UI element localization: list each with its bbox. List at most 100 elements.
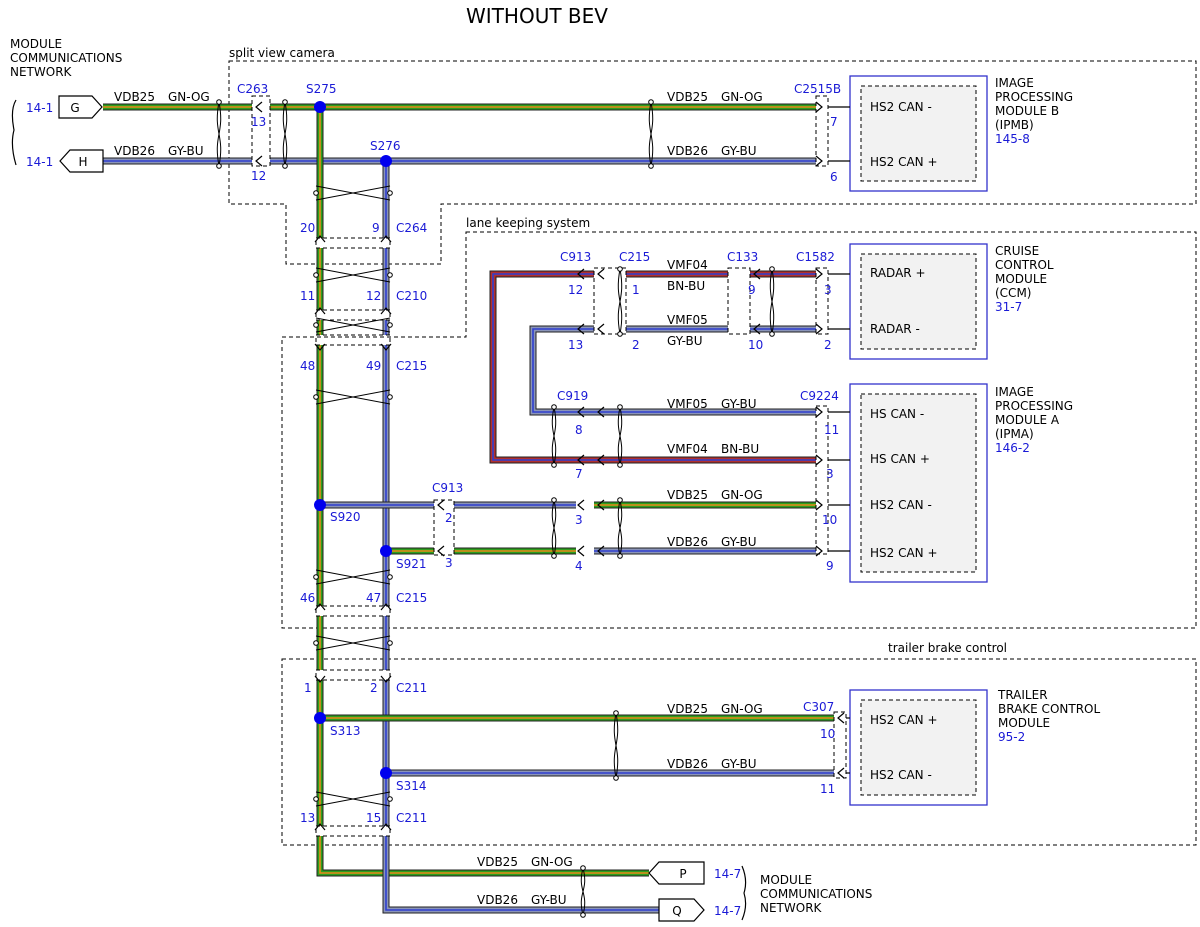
svg-text:BRAKE CONTROL: BRAKE CONTROL (998, 702, 1100, 716)
svg-text:4: 4 (575, 559, 583, 573)
brace-icon (11, 99, 17, 166)
twist-marker-end (216, 99, 222, 105)
svg-text:S920: S920 (330, 510, 361, 524)
svg-text:HS CAN -: HS CAN - (870, 407, 924, 421)
twist-marker (613, 712, 619, 779)
svg-text:NETWORK: NETWORK (10, 65, 73, 79)
terminal-arrow-icon (577, 454, 585, 466)
twist-marker (551, 499, 557, 557)
twist-marker (315, 569, 391, 585)
svg-text:VDB26: VDB26 (114, 144, 155, 158)
svg-text:C919: C919 (557, 389, 588, 403)
svg-text:3: 3 (824, 283, 832, 297)
wire-vmf04-loop-stripe (492, 273, 594, 461)
svg-text:RADAR -: RADAR - (870, 322, 920, 336)
svg-text:GN-OG: GN-OG (168, 90, 210, 104)
svg-text:11: 11 (824, 423, 839, 437)
twist-marker (617, 499, 623, 557)
twist-marker-end (387, 394, 393, 400)
svg-text:95-2: 95-2 (998, 730, 1025, 744)
terminal-arrow-icon (314, 603, 326, 611)
svg-text:C2515B: C2515B (794, 82, 841, 96)
svg-text:VDB25: VDB25 (667, 702, 708, 716)
svg-text:10: 10 (748, 338, 763, 352)
terminal-arrow-icon (597, 268, 605, 280)
svg-text:BN-BU: BN-BU (667, 279, 705, 293)
splice-node (314, 499, 326, 511)
svg-text:S921: S921 (396, 557, 427, 571)
svg-text:H: H (78, 155, 87, 169)
terminal-arrow-icon (815, 323, 823, 335)
svg-text:9: 9 (826, 559, 834, 573)
module-tbcm: HS2 CAN + HS2 CAN - TRAILER BRAKE CONTRO… (849, 688, 1100, 806)
svg-text:GY-BU: GY-BU (721, 144, 757, 158)
svg-text:48: 48 (300, 359, 315, 373)
svg-text:GY-BU: GY-BU (667, 334, 703, 348)
svg-text:CONTROL: CONTROL (995, 258, 1054, 272)
svg-text:IMAGE: IMAGE (995, 385, 1034, 399)
twist-marker-end (282, 99, 288, 105)
right-network-label: MODULE COMMUNICATIONS NETWORK (741, 865, 872, 921)
svg-text:S275: S275 (306, 82, 337, 96)
twist-marker-end (617, 404, 623, 410)
twist-marker-end (551, 462, 557, 468)
svg-text:13: 13 (300, 811, 315, 825)
module-ipmb: HS2 CAN - HS2 CAN + IMAGE PROCESSING MOD… (849, 75, 1073, 192)
terminal-arrow-icon (255, 101, 263, 113)
svg-text:145-8: 145-8 (995, 132, 1030, 146)
terminal-arrow-icon (597, 499, 605, 511)
splice-node (380, 767, 392, 779)
group-label-trailer: trailer brake control (888, 641, 1007, 655)
terminal-arrow-icon (597, 545, 605, 557)
connector-H[interactable]: H 14-1 (26, 149, 104, 173)
svg-text:14-1: 14-1 (26, 101, 53, 115)
svg-text:46: 46 (300, 591, 315, 605)
svg-text:1: 1 (632, 283, 640, 297)
svg-text:C215: C215 (619, 250, 650, 264)
twist-marker-end (313, 394, 319, 400)
svg-text:C211: C211 (396, 811, 427, 825)
svg-text:(IPMA): (IPMA) (995, 427, 1034, 441)
twist-marker (617, 268, 623, 335)
svg-text:COMMUNICATIONS: COMMUNICATIONS (760, 887, 872, 901)
svg-text:47: 47 (366, 591, 381, 605)
terminal-arrow-icon (815, 499, 823, 511)
svg-text:11: 11 (820, 782, 835, 796)
svg-text:GY-BU: GY-BU (168, 144, 204, 158)
svg-text:S276: S276 (370, 139, 401, 153)
svg-text:11: 11 (300, 289, 315, 303)
twist-marker (315, 317, 391, 333)
twist-marker-end (313, 574, 319, 580)
svg-text:VDB25: VDB25 (114, 90, 155, 104)
terminal-arrow-icon (577, 323, 585, 335)
svg-text:GN-OG: GN-OG (721, 702, 763, 716)
twist-marker-end (387, 640, 393, 646)
splice-node (314, 101, 326, 113)
twist-marker-end (313, 322, 319, 328)
svg-text:NETWORK: NETWORK (760, 901, 823, 915)
terminal-arrow-icon (837, 767, 845, 779)
connector-G[interactable]: G 14-1 (26, 95, 103, 119)
svg-text:9: 9 (748, 283, 756, 297)
connector-P[interactable]: P 14-7 (648, 861, 741, 885)
connector-Q[interactable]: Q 14-7 (658, 898, 741, 922)
terminal-arrow-icon (815, 155, 823, 167)
terminal-arrow-icon (380, 343, 392, 351)
terminal-arrow-icon (314, 343, 326, 351)
twist-marker-end (769, 266, 775, 272)
group-label-lane: lane keeping system (466, 216, 590, 230)
svg-text:HS2 CAN +: HS2 CAN + (870, 546, 938, 560)
svg-text:C9224: C9224 (800, 389, 839, 403)
svg-text:VDB25: VDB25 (667, 488, 708, 502)
diagram-title: WITHOUT BEV (466, 4, 608, 28)
terminal-arrow-icon (597, 323, 605, 335)
twist-marker-end (648, 99, 654, 105)
svg-text:49: 49 (366, 359, 381, 373)
svg-text:C133: C133 (727, 250, 758, 264)
terminal-arrow-icon (815, 454, 823, 466)
twist-marker-end (216, 163, 222, 169)
terminal-arrow-icon (815, 406, 823, 418)
twist-marker-end (313, 190, 319, 196)
svg-text:GY-BU: GY-BU (721, 757, 757, 771)
